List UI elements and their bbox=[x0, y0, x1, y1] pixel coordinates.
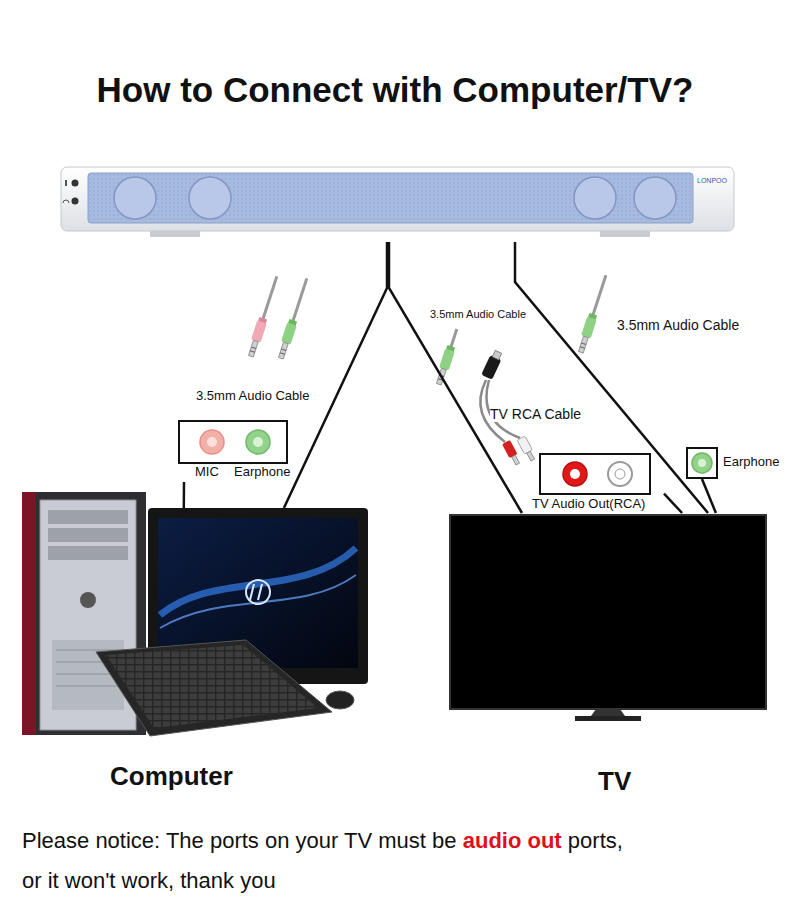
note-text: ports, bbox=[568, 828, 623, 854]
connector-line bbox=[515, 242, 708, 513]
port-box-shape bbox=[178, 420, 290, 466]
soundbar-shape bbox=[60, 165, 735, 242]
audio-plug bbox=[246, 275, 281, 358]
audio-plug bbox=[576, 274, 611, 354]
connector-line bbox=[284, 242, 387, 508]
port-box: MIC Earphone bbox=[178, 420, 302, 482]
keyboard bbox=[96, 640, 354, 736]
cable-label: TV RCA Cable bbox=[490, 406, 581, 422]
note-line: Please notice: The ports on your TV must… bbox=[22, 828, 623, 854]
connector-line bbox=[702, 479, 716, 513]
device-label: TV bbox=[598, 767, 631, 797]
port-label: TV Audio Out(RCA) bbox=[532, 497, 645, 512]
brand-label: LONPOO bbox=[697, 177, 727, 185]
port-box: Earphone bbox=[686, 447, 786, 479]
connector-line bbox=[389, 242, 522, 513]
note-text: Please notice: The ports on your TV must… bbox=[22, 828, 457, 854]
port-box-shape bbox=[528, 453, 664, 497]
cable-label: 3.5mm Audio Cable bbox=[430, 308, 526, 321]
connector-line bbox=[664, 494, 682, 513]
port-box: TV Audio Out(RCA) bbox=[528, 453, 664, 514]
connector-line bbox=[183, 482, 186, 508]
note-line: or it won't work, thank you bbox=[22, 868, 276, 894]
port-label: Earphone bbox=[723, 455, 779, 470]
port-label: Earphone bbox=[234, 465, 290, 480]
note-emphasis: audio out bbox=[463, 828, 562, 854]
audio-plug bbox=[434, 328, 461, 386]
device-label: Computer bbox=[110, 762, 233, 792]
device-computer: Computer bbox=[15, 508, 375, 798]
note-text: or it won't work, thank you bbox=[22, 868, 276, 894]
page-title: How to Connect with Computer/TV? bbox=[0, 70, 790, 110]
cable-label: 3.5mm Audio Cable bbox=[617, 317, 739, 333]
port-label: MIC bbox=[195, 465, 219, 480]
soundbar: LONPOO bbox=[60, 165, 735, 242]
cable-label: 3.5mm Audio Cable bbox=[196, 389, 309, 404]
port-box-shape bbox=[686, 447, 719, 480]
device-tv: TV bbox=[448, 513, 770, 799]
tv-set bbox=[450, 515, 766, 721]
audio-plug bbox=[276, 277, 311, 360]
